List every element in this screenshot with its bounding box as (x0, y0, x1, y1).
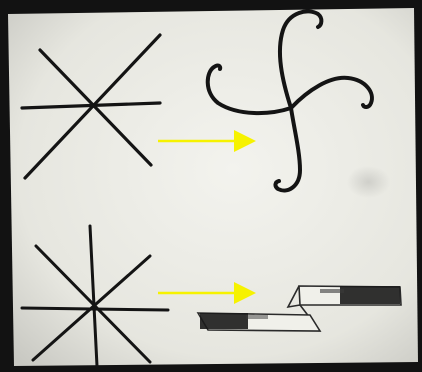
paper-shadow (270, 137, 390, 227)
